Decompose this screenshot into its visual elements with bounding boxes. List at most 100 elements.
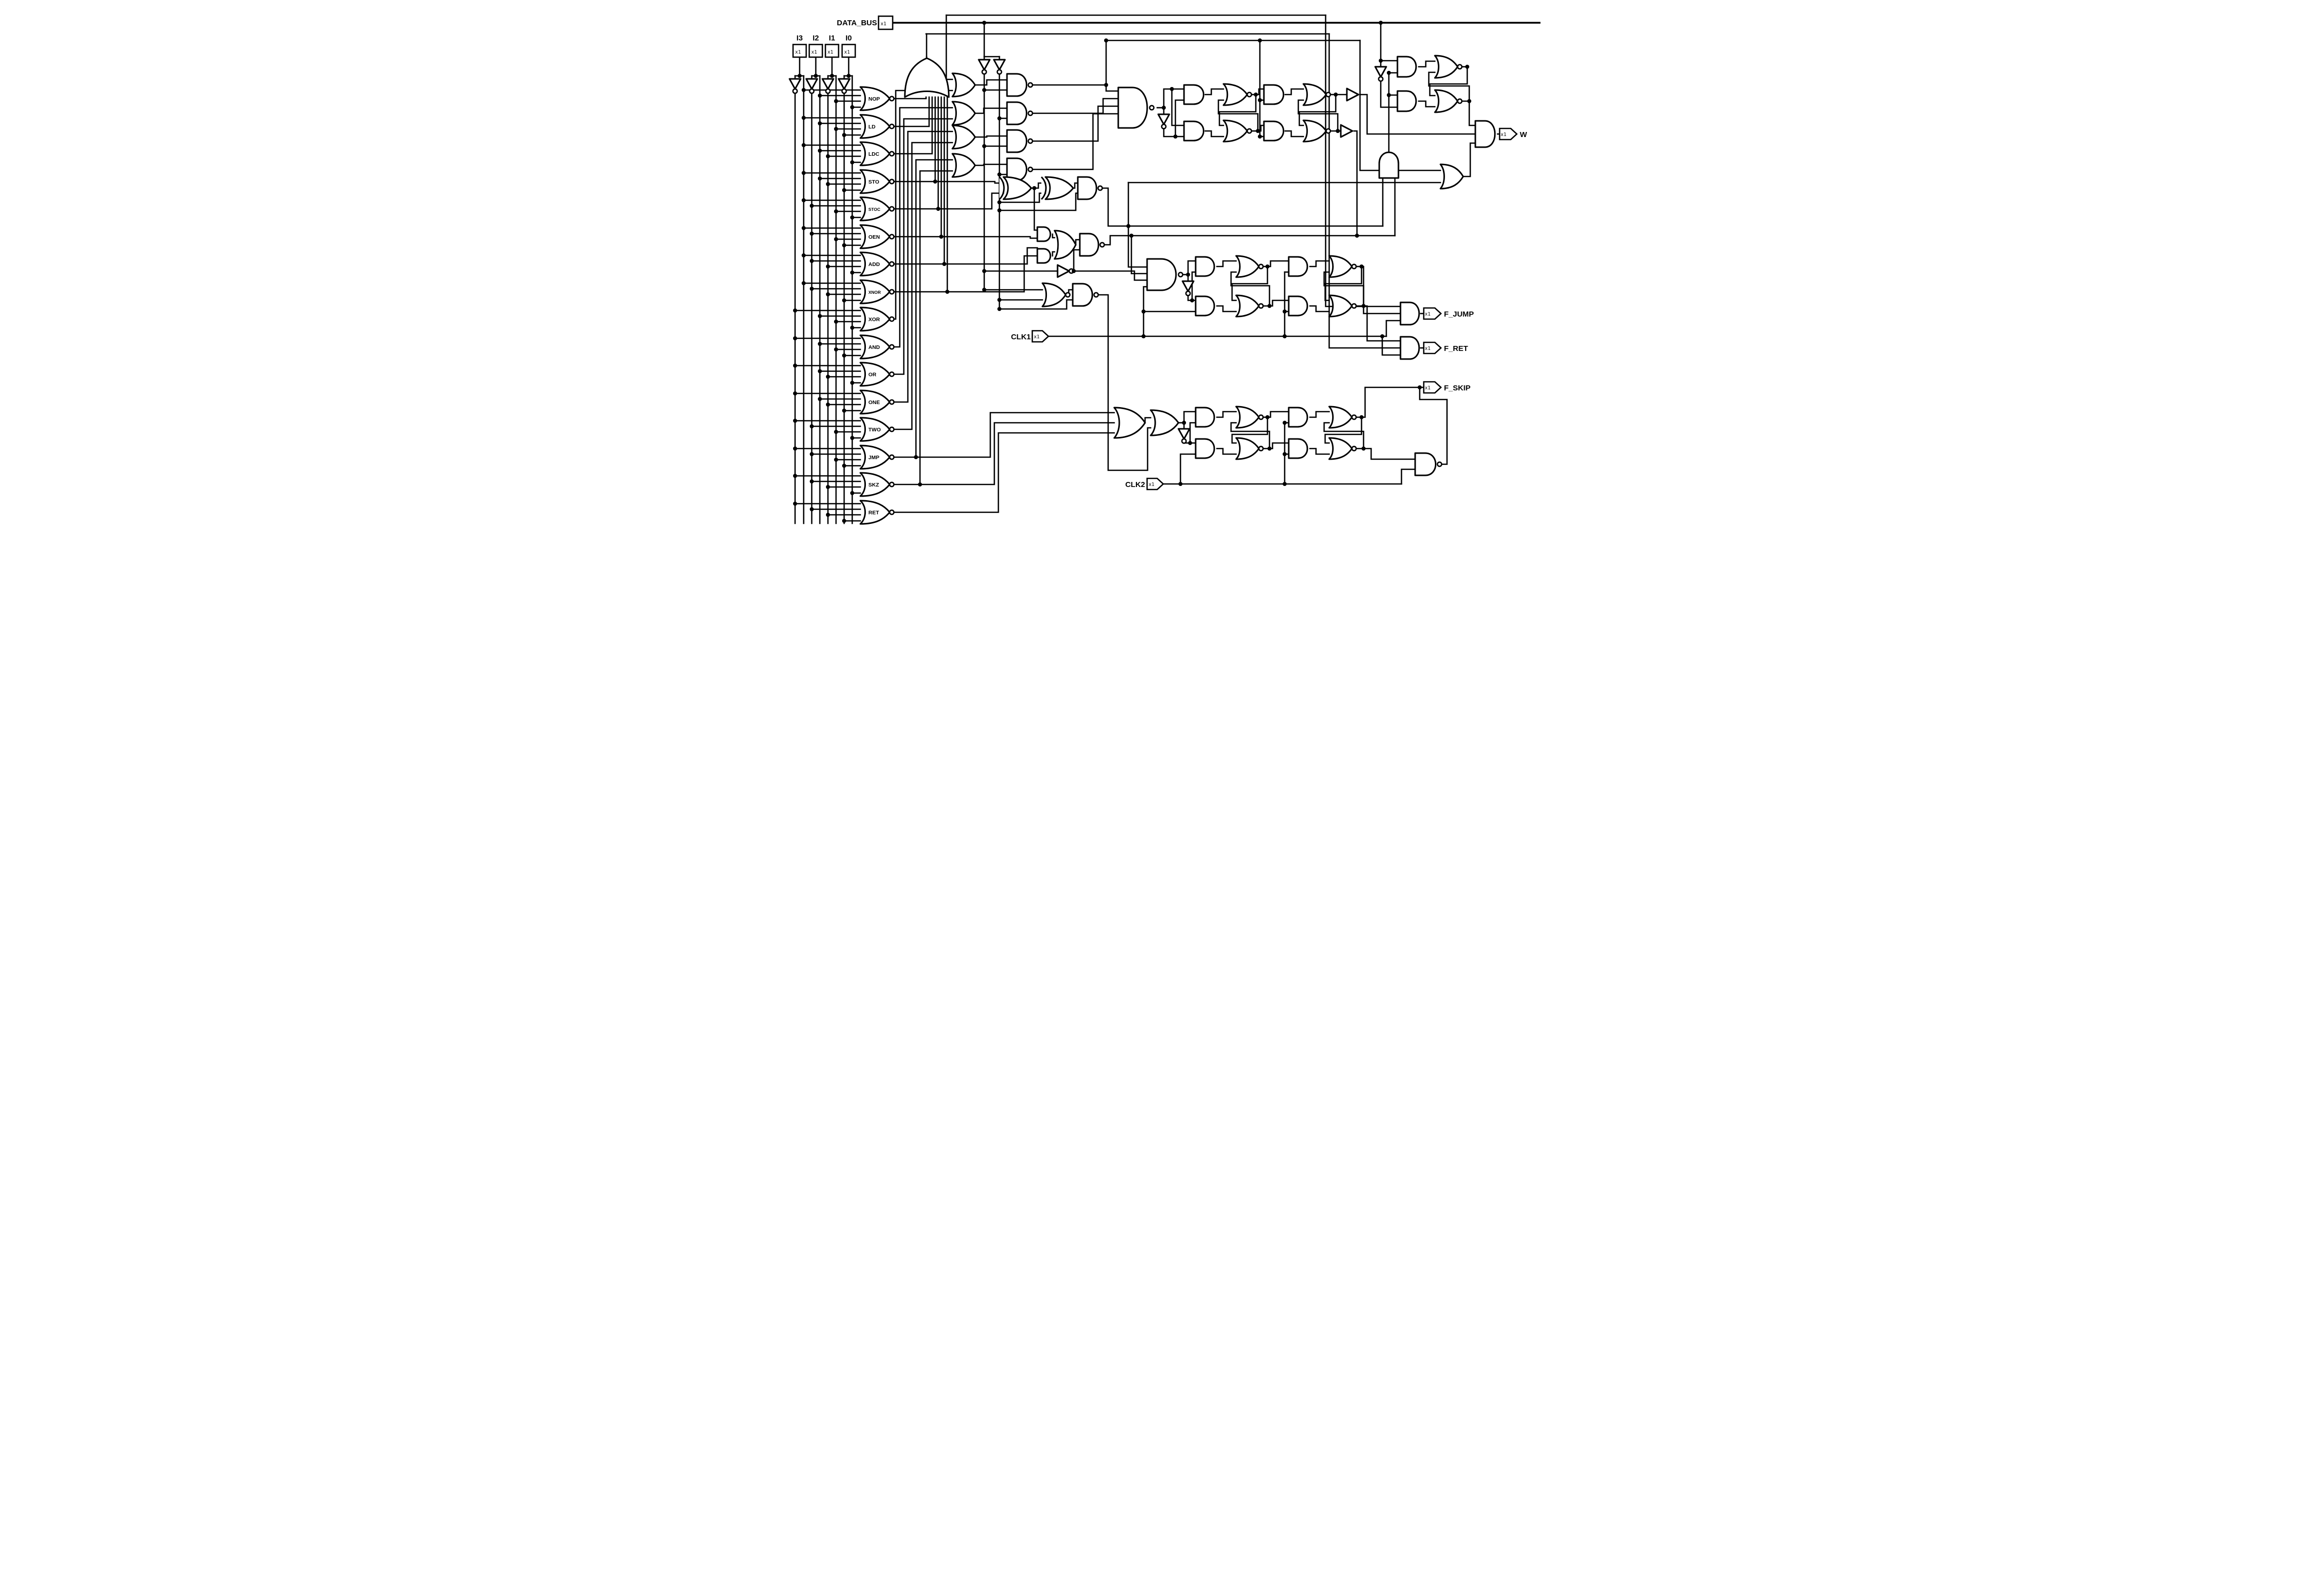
junction-dot bbox=[1188, 441, 1192, 445]
inverter-icon bbox=[821, 78, 835, 90]
junction-dot bbox=[842, 243, 846, 247]
decoder-gate-label: XNOR bbox=[868, 290, 881, 295]
decoder-nor-gate-oen bbox=[859, 224, 891, 249]
junction-dot bbox=[818, 121, 822, 125]
inversion-bubble bbox=[889, 371, 895, 377]
wire bbox=[1204, 88, 1224, 96]
wire bbox=[1266, 260, 1290, 268]
decoder-gate-label: SKZ bbox=[868, 482, 880, 488]
junction-dot bbox=[1254, 93, 1258, 97]
f-jump-label: F_JUMP bbox=[1444, 310, 1474, 319]
junction-dot bbox=[842, 188, 846, 192]
junction-dot bbox=[1258, 38, 1262, 42]
f-jump-and-gate bbox=[1399, 301, 1420, 326]
junction-dot bbox=[826, 264, 830, 269]
nor-gate bbox=[1434, 55, 1459, 79]
decoder-gate-label: TWO bbox=[868, 427, 881, 433]
wire bbox=[1031, 84, 1119, 92]
wire bbox=[893, 107, 953, 348]
junction-dot bbox=[834, 127, 838, 131]
wire bbox=[1230, 422, 1270, 450]
input-port-i3: I3 x1 bbox=[792, 34, 807, 58]
junction-dot bbox=[842, 519, 846, 523]
junction-dot bbox=[793, 419, 797, 423]
junction-dot bbox=[918, 482, 922, 486]
wire bbox=[1097, 294, 1152, 471]
wire bbox=[1400, 468, 1416, 485]
junction-dot bbox=[818, 94, 822, 98]
inverter-icon bbox=[838, 78, 851, 90]
junction-dot bbox=[1173, 135, 1177, 139]
junction-dot bbox=[1142, 334, 1146, 338]
decoder-nor-gate-sto bbox=[859, 169, 891, 194]
junction-dot bbox=[1190, 298, 1194, 302]
junction-dot bbox=[1129, 234, 1133, 238]
junction-dot bbox=[793, 391, 797, 395]
input-port-i0: I0 x1 bbox=[841, 34, 856, 58]
inversion-bubble bbox=[841, 88, 847, 94]
nor-gate bbox=[1235, 255, 1260, 278]
and-gate bbox=[1036, 226, 1051, 242]
wire bbox=[998, 299, 1074, 310]
gates bbox=[788, 55, 1496, 525]
inversion-bubble bbox=[1177, 272, 1184, 278]
x1-tag: x1 bbox=[795, 50, 801, 55]
inversion-bubble bbox=[889, 234, 895, 240]
wire bbox=[1144, 417, 1152, 424]
nor-gate bbox=[1328, 406, 1353, 429]
inverter-icon bbox=[1157, 113, 1170, 125]
decoder-nor-gate-xor bbox=[859, 306, 891, 332]
f-jump-tag bbox=[1423, 307, 1442, 320]
i1-tag-box bbox=[824, 43, 840, 58]
wire bbox=[1174, 99, 1185, 138]
wire bbox=[1171, 88, 1185, 126]
junction-dot bbox=[1162, 106, 1166, 110]
decoder-gate-label: STO bbox=[868, 179, 879, 185]
nor-gate bbox=[1328, 437, 1353, 460]
wire bbox=[1268, 442, 1290, 450]
junction-dot bbox=[798, 74, 802, 78]
inversion-bubble bbox=[1149, 105, 1155, 111]
wire bbox=[1075, 239, 1081, 246]
wire bbox=[1309, 305, 1330, 313]
x1-tag: x1 bbox=[1149, 482, 1155, 487]
wire bbox=[893, 96, 942, 238]
clk2-tag bbox=[1146, 477, 1164, 491]
wire bbox=[1130, 235, 1148, 275]
junction-dot bbox=[1126, 224, 1130, 228]
wire bbox=[974, 107, 1008, 114]
junction-dot bbox=[1170, 87, 1174, 91]
x1-tag: x1 bbox=[1501, 132, 1507, 138]
output-port-f-jump: x1 F_JUMP bbox=[1423, 307, 1474, 320]
wire bbox=[1419, 386, 1448, 465]
junction-dot bbox=[810, 259, 814, 263]
junction-dot bbox=[842, 353, 846, 358]
junction-dot bbox=[810, 424, 814, 428]
junction-dot bbox=[834, 347, 838, 351]
wire bbox=[1385, 320, 1401, 337]
junction-dot bbox=[1418, 385, 1422, 389]
junction-dot bbox=[802, 116, 806, 120]
x1-tag: x1 bbox=[1425, 346, 1431, 351]
logic-schematic: DATA_BUS x1 I3 x1 I2 x1 I1 x1 I0 x1 CLK1… bbox=[774, 0, 1549, 532]
junction-dot bbox=[1104, 83, 1108, 87]
junction-dot bbox=[793, 364, 797, 368]
wire bbox=[1297, 99, 1339, 132]
or-gate bbox=[951, 124, 976, 150]
junction-dot bbox=[1142, 309, 1146, 314]
i0-tag-box bbox=[841, 43, 856, 58]
inversion-bubble bbox=[889, 206, 895, 212]
and-gate bbox=[1195, 295, 1215, 317]
and-gate bbox=[1288, 295, 1308, 317]
inversion-bubble bbox=[1065, 292, 1071, 298]
junction-dot bbox=[802, 253, 806, 257]
x1-tag: x1 bbox=[844, 50, 850, 55]
inversion-bubble bbox=[1378, 76, 1384, 82]
inversion-bubble bbox=[1027, 138, 1033, 144]
junction-dot bbox=[826, 292, 830, 296]
nor-gate bbox=[1302, 83, 1327, 106]
wire bbox=[919, 422, 1115, 485]
wire bbox=[1204, 130, 1224, 138]
decoder-nor-gate-nop bbox=[859, 86, 891, 111]
decoder-nor-gate-stoc bbox=[859, 196, 891, 221]
